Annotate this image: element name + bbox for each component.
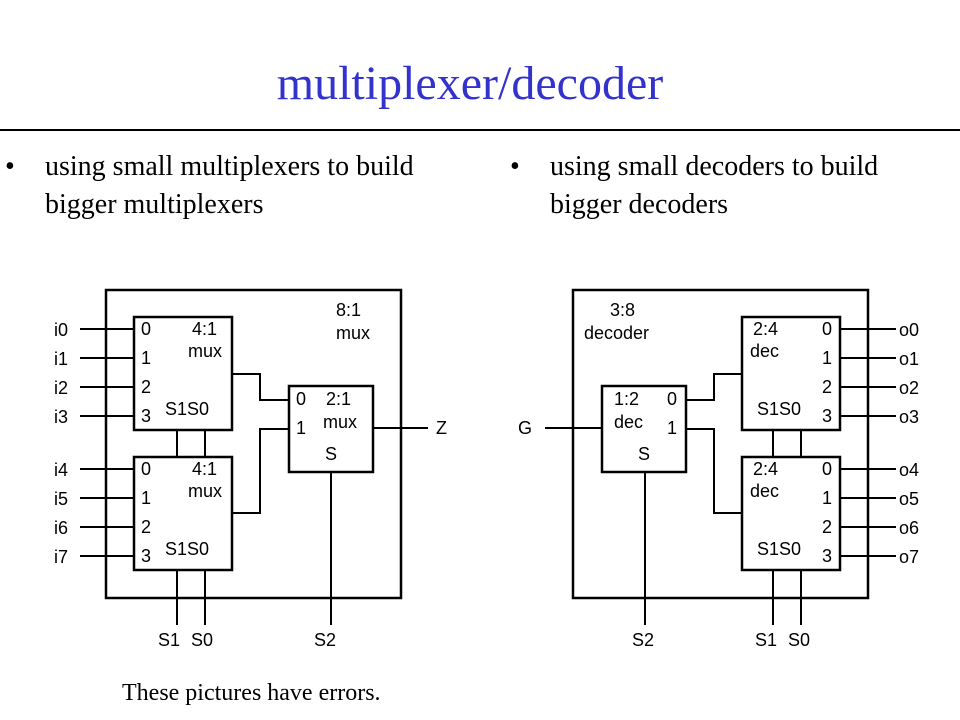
output-label-o4: o4 [899,460,919,480]
mux-bottom-port-2: 2 [141,517,151,537]
output-label-o1: o1 [899,349,919,369]
mux-top-port-2: 2 [141,377,151,397]
mux-input-wires [80,328,134,557]
mux-2to1-box [287,384,375,474]
input-label-i7: i7 [54,547,68,567]
mux-bottom-port-0: 0 [141,459,151,479]
decoder-small-kind: dec [614,412,643,432]
bullet-decoder-line-2: bigger decoders [550,189,729,220]
decoder-select-s1: S1 [755,630,777,650]
output-label-o6: o6 [899,518,919,538]
input-label-i6: i6 [54,518,68,538]
mux-outer-ratio: 8:1 [336,300,361,320]
input-label-i0: i0 [54,320,68,340]
decoder-enable-label: G [518,418,532,438]
mux-final-port-1: 1 [296,418,306,438]
mux-4to1-top-box [132,315,234,432]
mux-diagram: 8:1 mux i0 i1 i2 i3 i4 i5 i6 i7 0 1 2 3 … [54,288,447,650]
decoder-bottom-port-3: 3 [822,546,832,566]
decoder-bottom-kind: dec [750,481,779,501]
decoder-enable-routes [686,373,742,514]
decoder-select-s0: S0 [788,630,810,650]
mux-bottom-selects: S1S0 [165,539,209,559]
output-label-o5: o5 [899,489,919,509]
mux-4to1-bottom-box [132,455,234,572]
decoder-bottom-port-0: 0 [822,459,832,479]
mux-final-port-0: 0 [296,389,306,409]
decoder-bottom-ratio: 2:4 [753,459,778,479]
mux-final-kind: mux [323,412,357,432]
mux-output-label: Z [436,418,447,438]
mux-top-port-3: 3 [141,406,151,426]
decoder-top-port-1: 1 [822,348,832,368]
mux-final-select: S [325,444,337,464]
decoder-top-port-2: 2 [822,377,832,397]
mux-select-s1: S1 [158,630,180,650]
output-label-o2: o2 [899,378,919,398]
decoder-bottom-selects: S1S0 [757,539,801,559]
bullet-mux-line-1: using small multiplexers to build [45,151,414,182]
bullet-symbol: • [510,151,520,182]
mux-select-s2: S2 [314,630,336,650]
decoder-outer-ratio: 3:8 [610,300,635,320]
input-label-i5: i5 [54,489,68,509]
decoder-small-port-0: 0 [667,389,677,409]
decoder-small-ratio: 1:2 [614,389,639,409]
slide-title: multiplexer/decoder [276,57,664,110]
mux-select-s0: S0 [191,630,213,650]
decoder-output-wires [840,328,896,557]
errors-caption: These pictures have errors. [122,680,381,706]
mux-internal-select-wires [176,430,206,625]
decoder-outer-kind: decoder [584,323,649,343]
decoder-2to4-top-box [740,315,842,432]
mux-outer-kind: mux [336,323,370,343]
mux-final-ratio: 2:1 [326,389,351,409]
mux-to-final-wires [232,373,289,514]
mux-top-kind: mux [188,341,222,361]
mux-bottom-ratio: 4:1 [192,459,217,479]
mux-top-selects: S1S0 [165,399,209,419]
decoder-2to4-bottom-box [740,455,842,572]
input-label-i3: i3 [54,407,68,427]
mux-bottom-port-3: 3 [141,546,151,566]
bullet-mux-line-2: bigger multiplexers [45,189,264,220]
decoder-bottom-port-1: 1 [822,488,832,508]
bullet-symbol: • [5,151,15,182]
input-label-i2: i2 [54,378,68,398]
decoder-diagram: 3:8 decoder G 1:2 dec 0 1 S 2:4 dec 0 1 … [518,288,919,650]
mux-top-port-1: 1 [141,348,151,368]
output-label-o0: o0 [899,320,919,340]
output-label-o3: o3 [899,407,919,427]
decoder-small-select: S [638,444,650,464]
decoder-top-selects: S1S0 [757,399,801,419]
decoder-internal-select-wires [772,430,802,625]
decoder-top-port-0: 0 [822,319,832,339]
decoder-select-s2: S2 [632,630,654,650]
decoder-bottom-port-2: 2 [822,517,832,537]
mux-bottom-port-1: 1 [141,488,151,508]
output-label-o7: o7 [899,547,919,567]
input-label-i4: i4 [54,460,68,480]
decoder-small-port-1: 1 [667,418,677,438]
bullet-decoder-line-1: using small decoders to build [550,151,879,182]
title-divider [0,129,960,131]
decoder-top-kind: dec [750,341,779,361]
mux-bottom-kind: mux [188,481,222,501]
decoder-top-port-3: 3 [822,406,832,426]
mux-top-port-0: 0 [141,319,151,339]
mux-top-ratio: 4:1 [192,319,217,339]
decoder-top-ratio: 2:4 [753,319,778,339]
input-label-i1: i1 [54,349,68,369]
